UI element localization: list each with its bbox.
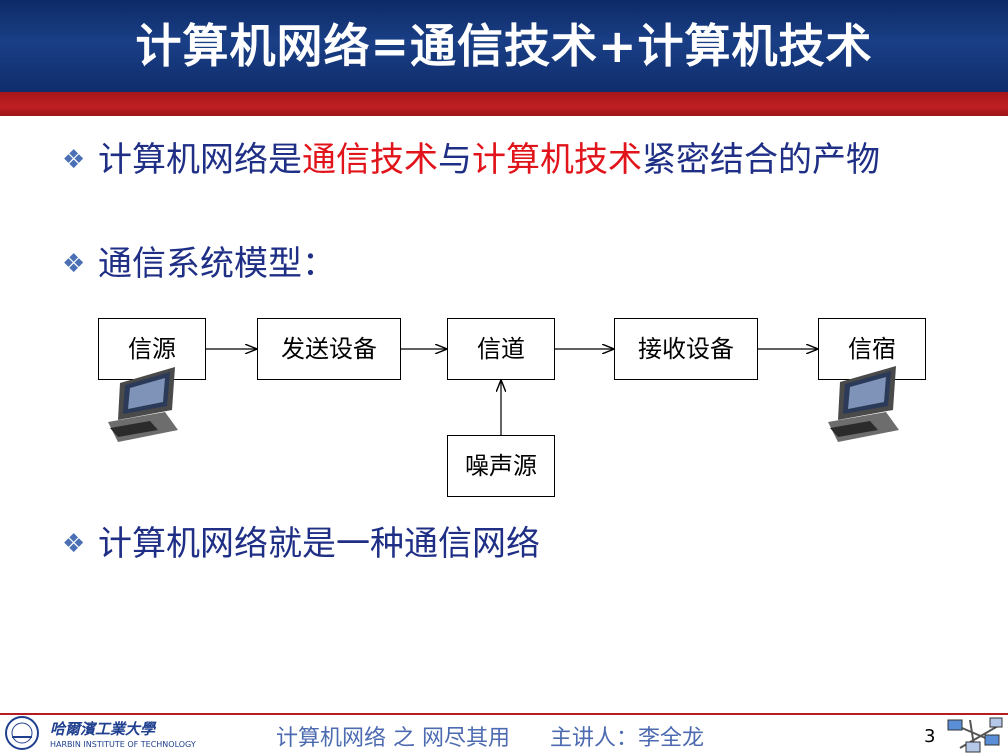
highlight-computer-tech: 计算机技术 (472, 140, 642, 180)
bullet-2: ❖ 通信系统模型： (62, 242, 336, 286)
footer-divider (0, 713, 1008, 715)
university-seal-icon (5, 716, 39, 750)
bullet-1-part: 与 (438, 140, 472, 180)
box-source: 信源 (98, 318, 206, 380)
bullet-1: ❖ 计算机网络是通信技术与计算机技术紧密结合的产物 (62, 138, 942, 182)
box-noise: 噪声源 (447, 435, 555, 497)
diamond-bullet-icon: ❖ (62, 529, 86, 559)
computer-icon-left (108, 367, 178, 442)
bullet-1-part: 紧密结合的产物 (642, 140, 880, 180)
box-transmitter: 发送设备 (257, 318, 401, 380)
university-name-cn: 哈爾濱工業大學 (50, 720, 156, 738)
bullet-3-text: 计算机网络就是一种通信网络 (98, 524, 540, 564)
network-graphic-icon (947, 717, 1003, 753)
bullet-1-part: 计算机网络是 (98, 140, 302, 180)
diamond-bullet-icon: ❖ (62, 145, 86, 175)
box-receiver: 接收设备 (614, 318, 758, 380)
course-title: 计算机网络 之 网尽其用 (276, 726, 510, 751)
bullet-3: ❖ 计算机网络就是一种通信网络 (62, 522, 540, 566)
title-bar (0, 0, 1008, 92)
lecturer: 主讲人：李全龙 (550, 726, 705, 751)
university-name-en: HARBIN INSTITUTE OF TECHNOLOGY (50, 740, 196, 749)
bullet-2-text: 通信系统模型： (98, 244, 336, 284)
diamond-bullet-icon: ❖ (62, 249, 86, 279)
slide-title: 计算机网络=通信技术+计算机技术 (135, 19, 873, 73)
box-sink: 信宿 (818, 318, 926, 380)
computer-icon-right (828, 366, 899, 442)
box-channel: 信道 (447, 318, 555, 380)
highlight-comm-tech: 通信技术 (302, 140, 438, 180)
page-number: 3 (924, 726, 936, 747)
bullet-1-text: 计算机网络是通信技术与计算机技术紧密结合的产物 (98, 138, 928, 182)
footer-text: 计算机网络 之 网尽其用 主讲人：李全龙 (276, 720, 704, 752)
title-accent-band (0, 92, 1008, 116)
